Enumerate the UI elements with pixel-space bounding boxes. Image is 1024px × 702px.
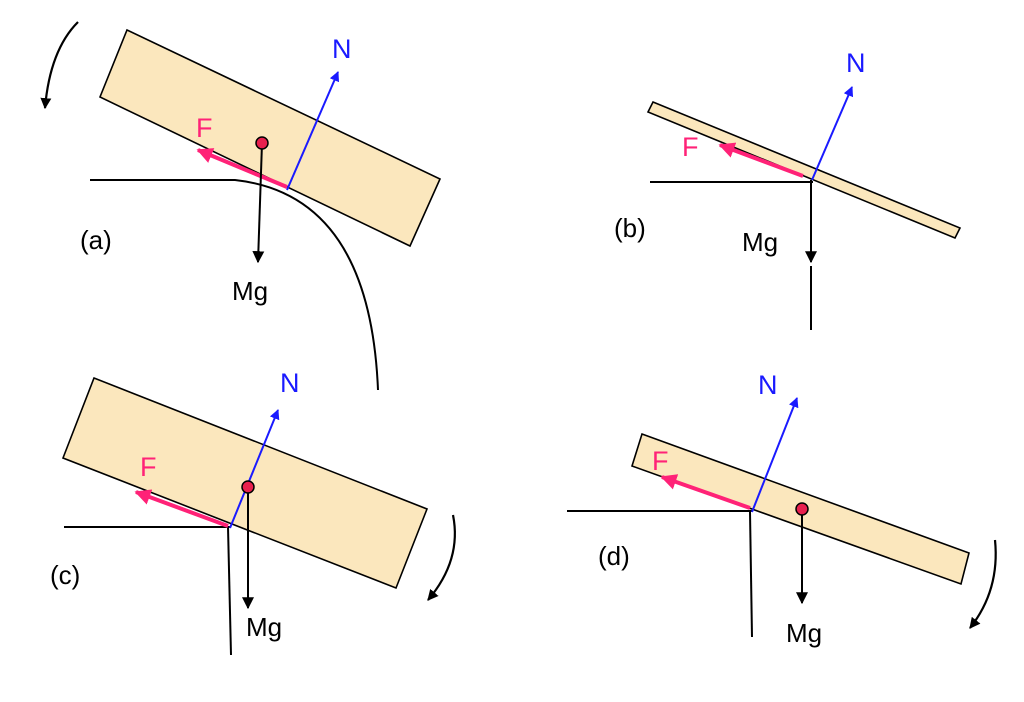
normal-force-arrow [751, 397, 799, 513]
normal-force-arrow [811, 86, 854, 181]
friction-label: F [682, 132, 699, 162]
weight-label: Mg [742, 227, 778, 257]
friction-label: F [140, 452, 157, 482]
normal-label: N [758, 370, 778, 400]
panel-a: N F Mg (a) [40, 21, 442, 391]
panel-caption: (a) [80, 225, 112, 255]
friction-label: F [652, 446, 669, 476]
normal-label: N [280, 368, 300, 398]
friction-label: F [196, 113, 213, 143]
friction-force-arrow [134, 489, 229, 528]
curved-edge [90, 179, 379, 391]
friction-force-arrow [718, 142, 804, 178]
panel-b: N F Mg (b) [614, 48, 962, 330]
weight-arrow [252, 142, 265, 264]
normal-force-arrow [286, 71, 340, 191]
surface-side [227, 526, 232, 656]
block [98, 28, 442, 248]
weight-label: Mg [246, 612, 282, 642]
center-of-mass-dot [795, 502, 809, 516]
surface-side [749, 511, 753, 638]
normal-label: N [846, 48, 866, 78]
weight-label: Mg [786, 618, 822, 648]
normal-label: N [332, 34, 352, 64]
panel-caption: (c) [50, 560, 80, 590]
rotation-arrow-icon [427, 514, 456, 601]
friction-force-arrow [660, 474, 751, 510]
panel-c: N F Mg (c) [50, 368, 456, 656]
rotation-arrow-icon [40, 21, 79, 110]
friction-force-arrow [196, 148, 288, 189]
rotation-arrow-icon [969, 539, 997, 629]
board [646, 100, 962, 240]
panel-caption: (b) [614, 213, 646, 243]
normal-force-arrow [229, 409, 280, 529]
center-of-mass-dot [241, 480, 255, 494]
center-of-mass-dot [255, 136, 269, 150]
panel-caption: (d) [598, 541, 630, 571]
panel-d: N F Mg (d) [567, 370, 997, 648]
weight-label: Mg [232, 276, 268, 306]
